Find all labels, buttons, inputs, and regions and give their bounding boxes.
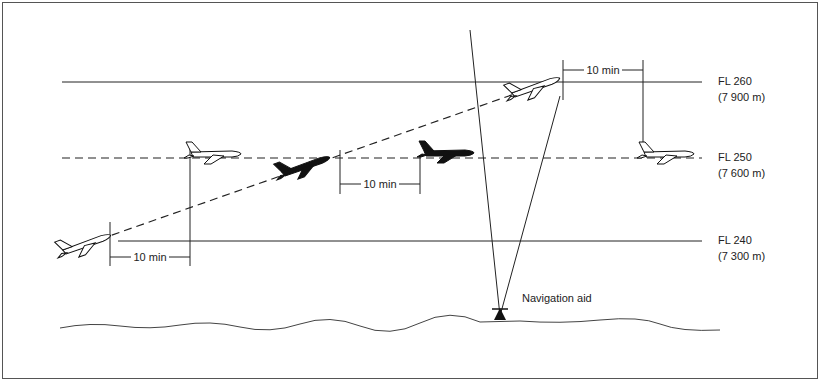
flight-level-label: FL 250	[718, 151, 752, 164]
aircraft	[417, 141, 474, 163]
time-label: 10 min	[584, 64, 621, 77]
flight-level-label: FL 260	[718, 75, 752, 88]
aircraft	[53, 224, 114, 263]
nav-beam	[500, 96, 560, 316]
ground-line	[60, 315, 720, 331]
altitude-label: (7 600 m)	[718, 167, 765, 180]
climb-path	[75, 78, 560, 248]
flight-level-line	[62, 82, 702, 83]
aircraft	[184, 142, 241, 164]
flight-level-line	[118, 241, 702, 242]
altitude-label: (7 300 m)	[718, 250, 765, 263]
nav-aid-symbol	[492, 308, 508, 310]
aircraft	[272, 146, 333, 185]
time-label: 10 min	[361, 178, 398, 191]
time-bracket	[110, 60, 643, 266]
flight-level-line	[62, 157, 702, 158]
nav-beam	[470, 30, 500, 316]
aircraft	[502, 67, 563, 106]
aircraft	[637, 142, 694, 164]
flight-level-label: FL 240	[718, 234, 752, 247]
time-label: 10 min	[131, 251, 168, 264]
nav-aid-label: Navigation aid	[522, 292, 592, 305]
nav-aid-symbol	[494, 308, 506, 320]
frame	[3, 3, 818, 379]
altitude-label: (7 900 m)	[718, 91, 765, 104]
